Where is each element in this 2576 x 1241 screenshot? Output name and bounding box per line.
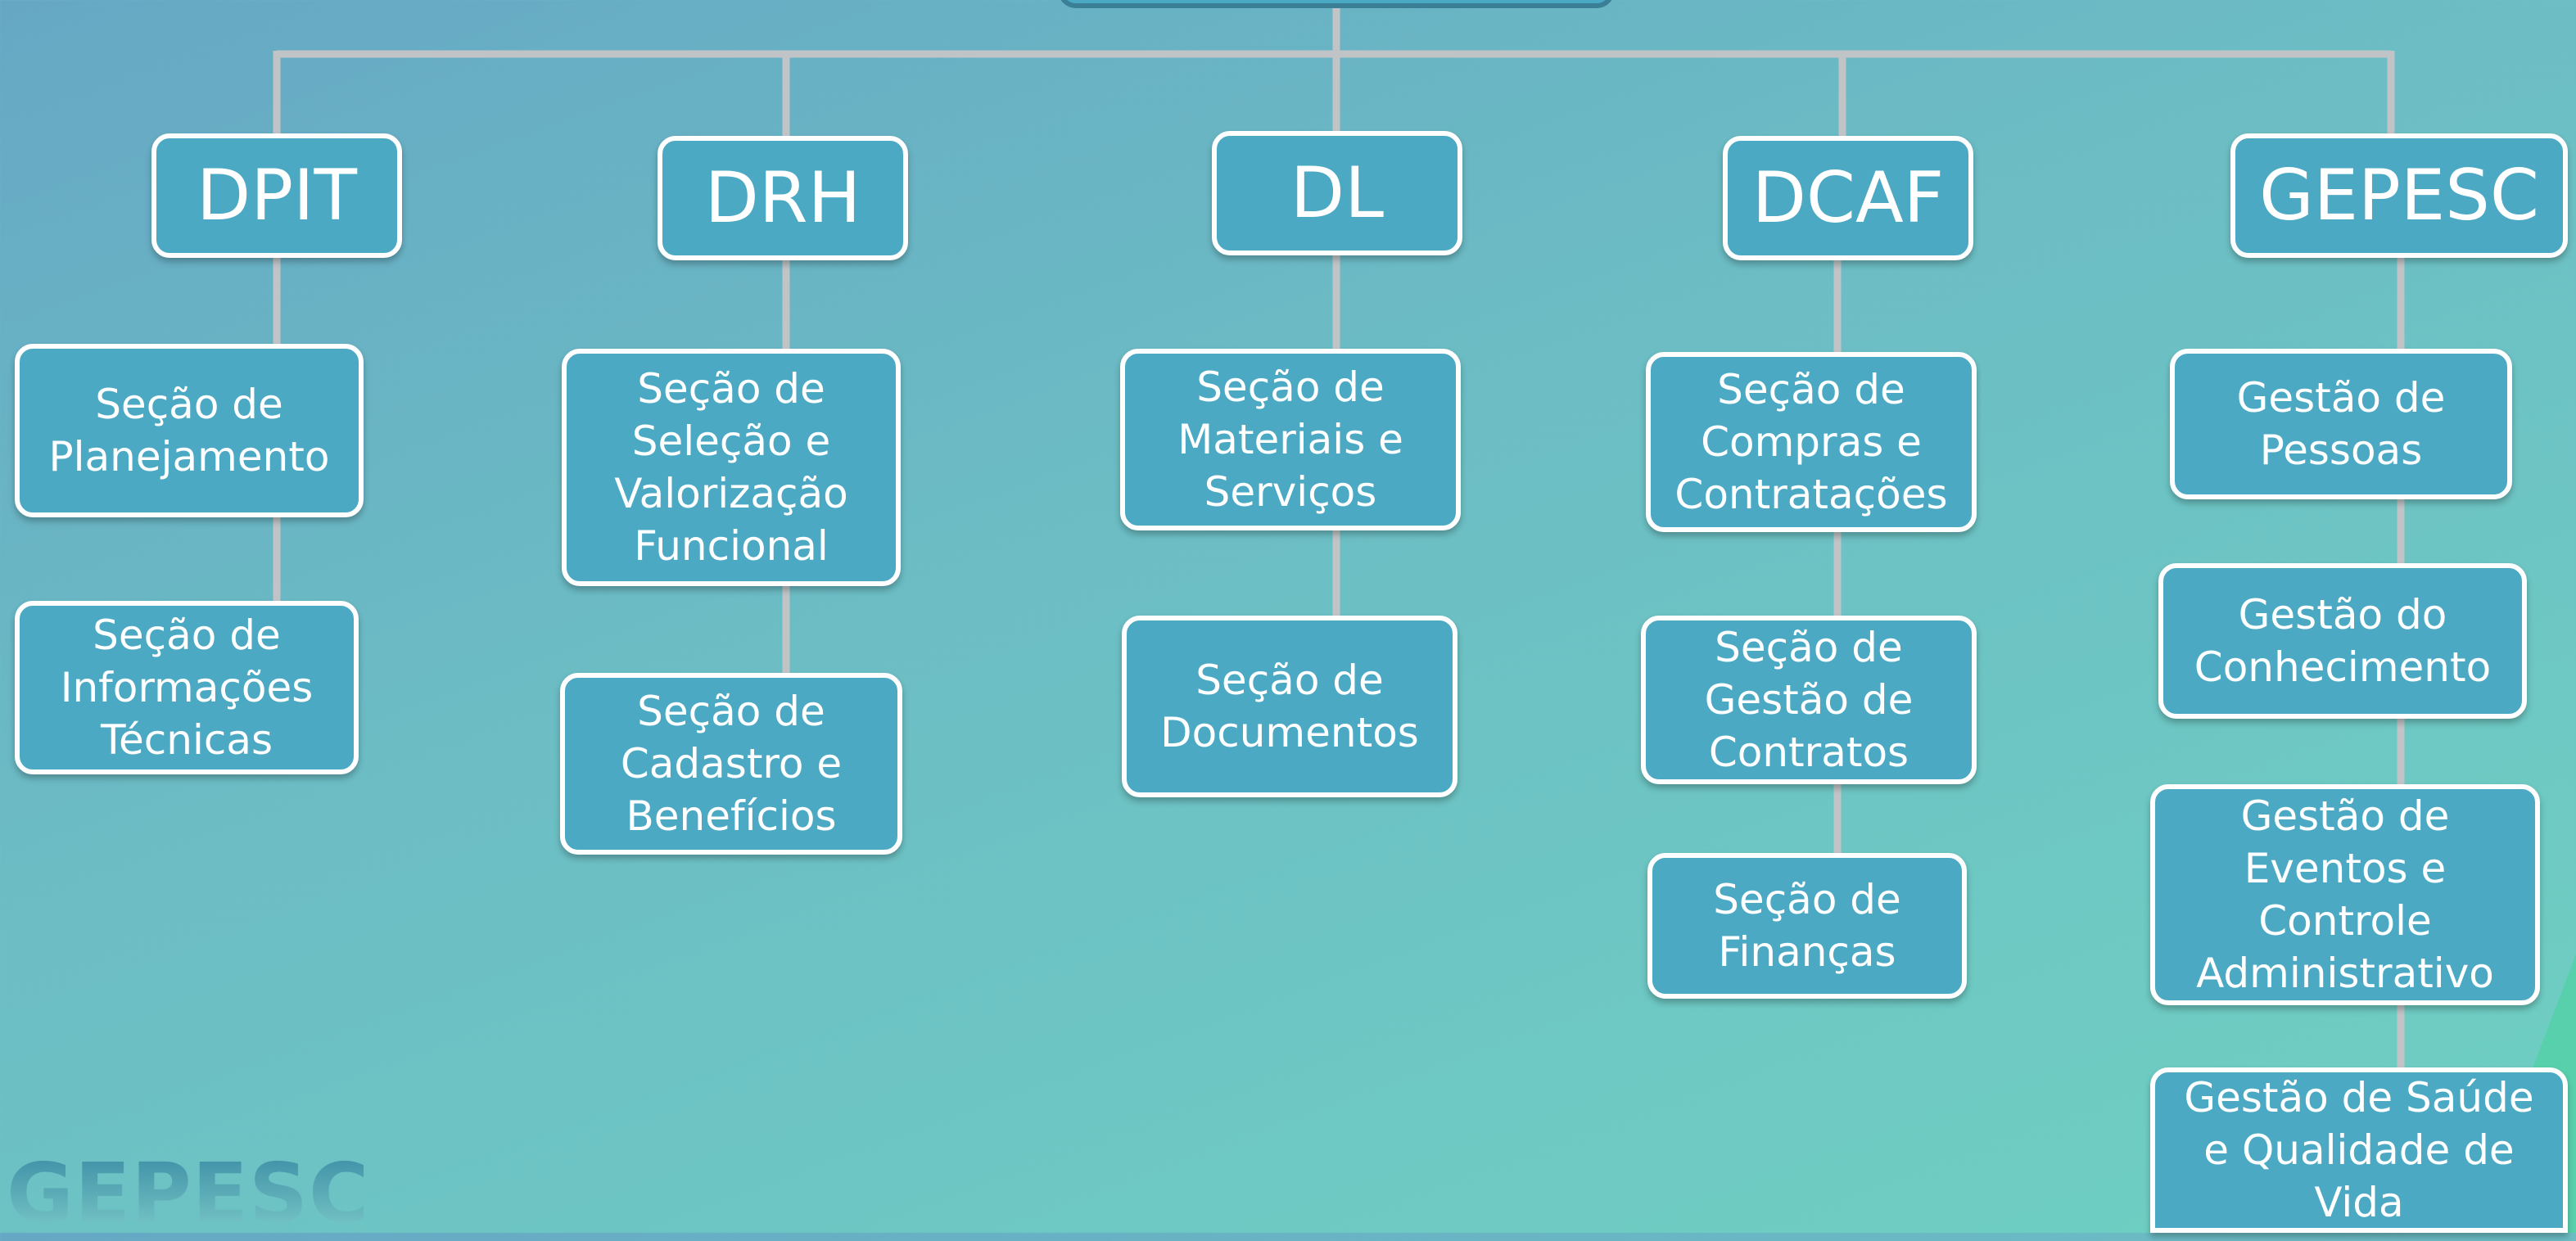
dept-box-dl: DL (1212, 131, 1462, 255)
section-box: Gestão do Conhecimento (2158, 563, 2527, 719)
section-box: Seção de Gestão de Contratos (1641, 616, 1977, 784)
section-box: Gestão de Saúde e Qualidade de Vida (2150, 1067, 2568, 1233)
section-box: Seção de Finanças (1647, 853, 1967, 999)
section-box: Seção de Informações Técnicas (15, 601, 359, 774)
logo: GEPESC (7, 1145, 370, 1241)
section-box: Seção de Compras e Contratações (1646, 352, 1977, 532)
section-box: Seção de Seleção e Valorização Funcional (562, 349, 901, 586)
section-box: Seção de Materiais e Serviços (1120, 349, 1461, 530)
dept-box-drh: DRH (658, 136, 908, 260)
section-box: Seção de Documentos (1122, 616, 1457, 797)
section-box: Gestão de Eventos e Controle Administrat… (2150, 784, 2540, 1005)
section-box: Seção de Planejamento (15, 344, 364, 517)
section-box: Seção de Cadastro e Benefícios (560, 673, 902, 855)
dept-box-dpit: DPIT (151, 133, 402, 258)
dept-box-dcaf: DCAF (1723, 136, 1973, 260)
section-box: Gestão de Pessoas (2170, 349, 2512, 499)
root-box (1058, 0, 1615, 8)
dept-box-gepesc: GEPESC (2230, 133, 2568, 258)
